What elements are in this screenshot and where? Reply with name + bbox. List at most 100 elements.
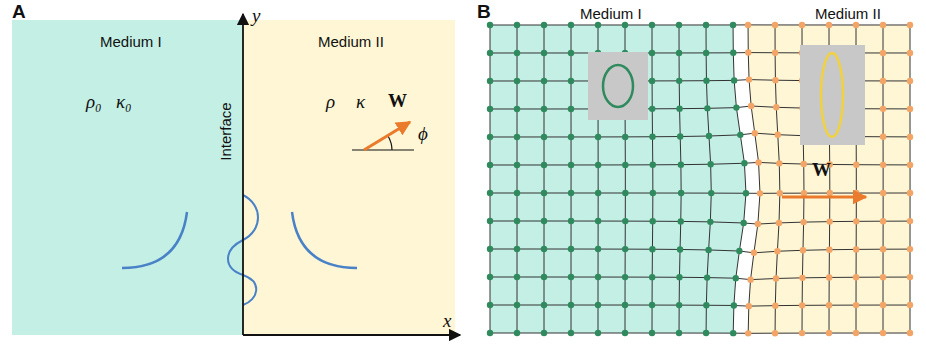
mesh-node	[757, 190, 763, 196]
mesh-node	[487, 78, 493, 84]
mesh-node	[677, 133, 683, 139]
mesh-node	[799, 275, 805, 281]
mesh-node	[776, 220, 782, 226]
mesh-node	[853, 330, 859, 336]
medium-two-region	[748, 25, 910, 333]
mesh-node	[541, 78, 547, 84]
mesh-node	[595, 162, 601, 168]
mesh-node	[650, 218, 656, 224]
mesh-node	[705, 247, 711, 253]
mesh-node	[801, 190, 807, 196]
mesh-node	[568, 330, 574, 336]
inset	[800, 45, 865, 145]
mesh-line	[748, 25, 760, 333]
mesh-node	[568, 106, 574, 112]
mesh-node	[745, 22, 751, 28]
density-symbol: ρ	[326, 92, 335, 111]
mesh-node	[907, 162, 913, 168]
mesh-node	[737, 132, 743, 138]
mesh-line	[571, 25, 572, 333]
mesh-node	[568, 22, 574, 28]
mesh-node	[826, 22, 832, 28]
mesh-node	[622, 330, 628, 336]
mesh-line	[733, 25, 746, 333]
mesh-node	[880, 190, 886, 196]
mesh-node	[743, 190, 749, 196]
interface-label: Interface	[218, 102, 233, 160]
circle-shape	[603, 65, 633, 107]
mesh-node	[568, 190, 574, 196]
mesh-node	[772, 77, 778, 83]
mesh-node	[703, 302, 709, 308]
mesh-node	[907, 190, 913, 196]
mesh-node	[826, 274, 832, 280]
mesh-node	[776, 160, 782, 166]
mesh-node	[676, 302, 682, 308]
mesh-node	[568, 134, 574, 140]
mesh-line	[490, 277, 736, 278]
mesh-node	[853, 246, 859, 252]
mesh-node	[800, 247, 806, 253]
mesh-node	[622, 190, 628, 196]
mesh-line	[490, 24, 733, 25]
x-axis	[243, 334, 460, 336]
mesh-node	[541, 162, 547, 168]
mesh-node	[731, 302, 737, 308]
mesh-node	[880, 274, 886, 280]
mesh-line	[490, 249, 739, 251]
mesh-node	[907, 134, 913, 140]
mesh-node	[678, 161, 684, 167]
mesh-line	[490, 163, 744, 165]
mesh-node	[801, 161, 807, 167]
mesh-node	[736, 248, 742, 254]
mesh-node	[541, 274, 547, 280]
mesh-node	[514, 302, 520, 308]
mesh-node	[880, 134, 886, 140]
mesh-line	[517, 25, 518, 333]
mesh-line	[775, 25, 780, 333]
mesh-line	[490, 221, 744, 223]
mesh-node	[568, 78, 574, 84]
wave-arc	[122, 212, 187, 268]
mesh-node	[752, 130, 758, 136]
modulus-symbol: κ	[356, 92, 365, 111]
mesh-node	[595, 190, 601, 196]
mesh-node	[595, 274, 601, 280]
mesh-node	[568, 162, 574, 168]
mesh-node	[853, 302, 859, 308]
mesh-node	[703, 22, 709, 28]
mesh-node	[514, 218, 520, 224]
mesh-node	[907, 218, 913, 224]
mesh-node	[568, 274, 574, 280]
mesh-node	[853, 218, 859, 224]
mesh-node	[541, 190, 547, 196]
medium-label: Medium I	[580, 6, 642, 21]
mesh-node	[707, 219, 713, 225]
mesh-node	[487, 218, 493, 224]
mesh-node	[746, 303, 752, 309]
density-symbol: ρ₀	[86, 92, 102, 111]
mesh-node	[514, 50, 520, 56]
stretched-ellipse	[821, 53, 843, 137]
mesh-node	[730, 22, 736, 28]
mesh-node	[853, 274, 859, 280]
mesh-node	[880, 330, 886, 336]
mesh-node	[880, 246, 886, 252]
mesh-node	[880, 162, 886, 168]
mesh-node	[649, 106, 655, 112]
mesh-node	[487, 134, 493, 140]
mesh-node	[826, 330, 832, 336]
mesh-node	[853, 162, 859, 168]
mesh-node	[487, 162, 493, 168]
mesh-node	[541, 330, 547, 336]
mesh-node	[649, 274, 655, 280]
mesh-node	[622, 246, 628, 252]
mesh-node	[649, 78, 655, 84]
mesh-line	[490, 135, 740, 137]
mesh-node	[568, 50, 574, 56]
mesh-node	[703, 78, 709, 84]
mesh-line	[910, 25, 911, 333]
mesh-node	[772, 330, 778, 336]
mesh-node	[487, 22, 493, 28]
axis-label: x	[443, 311, 451, 330]
